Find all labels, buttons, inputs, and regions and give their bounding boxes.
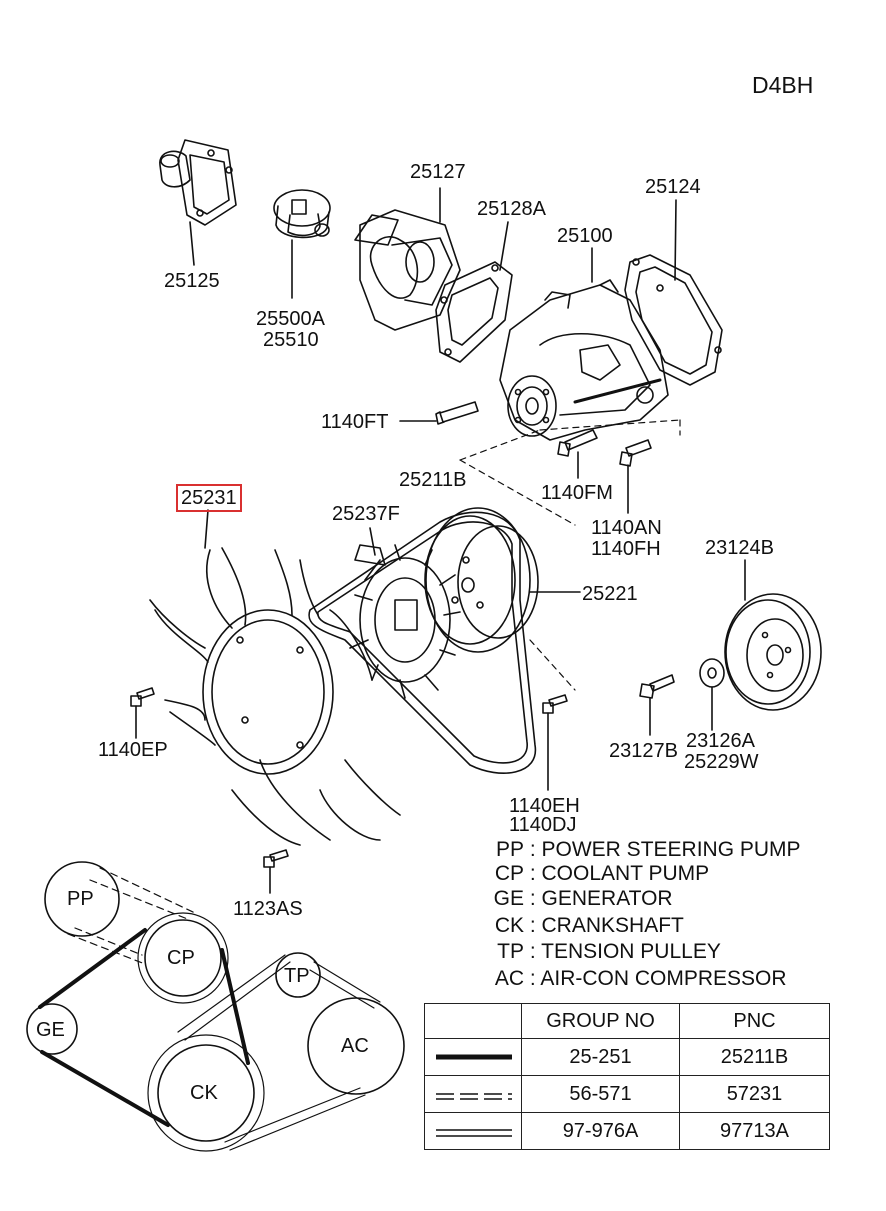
part-label-1123AS[interactable]: 1123AS bbox=[233, 898, 303, 920]
tp-pulley-circle bbox=[275, 952, 321, 998]
pulley-label-cp: CP bbox=[167, 947, 195, 969]
legend-code: TP bbox=[497, 940, 524, 963]
thermostat-drawing[interactable] bbox=[273, 189, 331, 299]
header-group-no: GROUP NO bbox=[521, 1003, 680, 1039]
legend-row: TP : TENSION PULLEY bbox=[480, 940, 721, 964]
belt-table: GROUP NO PNC 25-251 25211B 56-571 57231 … bbox=[424, 1003, 830, 1150]
bolt-1140AN-drawing[interactable] bbox=[619, 439, 652, 514]
legend-desc: TENSION PULLEY bbox=[541, 940, 721, 963]
part-label-25128A[interactable]: 25128A bbox=[477, 198, 546, 220]
bolt-23127B-drawing[interactable] bbox=[639, 674, 675, 736]
legend-row: AC : AIR-CON COMPRESSOR bbox=[480, 967, 787, 991]
legend-row: CK : CRANKSHAFT bbox=[480, 914, 684, 938]
part-label-25100[interactable]: 25100 bbox=[557, 225, 613, 247]
legend-desc: CRANKSHAFT bbox=[541, 914, 684, 937]
part-label-25127[interactable]: 25127 bbox=[410, 161, 466, 183]
cooling-fan-drawing[interactable] bbox=[149, 509, 401, 846]
line-style-cell bbox=[424, 1112, 522, 1150]
legend-code: CP bbox=[494, 862, 524, 885]
water-pump-drawing[interactable] bbox=[499, 247, 669, 441]
pump-gasket-drawing[interactable] bbox=[624, 199, 723, 386]
legend-desc: POWER STEERING PUMP bbox=[541, 838, 801, 861]
pp-pulley-circle bbox=[44, 861, 120, 937]
part-label-23126A[interactable]: 23126A bbox=[686, 730, 755, 752]
legend-row: GE : GENERATOR bbox=[480, 887, 673, 911]
line-style-cell bbox=[424, 1038, 522, 1076]
part-label-1140FM[interactable]: 1140FM bbox=[541, 482, 613, 504]
group-no-cell: 56-571 bbox=[521, 1075, 680, 1113]
part-label-1140FT[interactable]: 1140FT bbox=[321, 411, 389, 433]
engine-code: D4BH bbox=[752, 72, 814, 98]
legend-desc: GENERATOR bbox=[541, 887, 673, 910]
line-style-cell bbox=[424, 1075, 522, 1113]
bolt-1140EH-drawing[interactable] bbox=[542, 694, 568, 791]
part-label-25510[interactable]: 25510 bbox=[263, 329, 319, 351]
crankshaft-pulley-drawing[interactable] bbox=[724, 559, 822, 711]
part-label-23127B[interactable]: 23127B bbox=[609, 740, 678, 762]
gasket-drawing[interactable] bbox=[435, 221, 513, 363]
part-label-25125[interactable]: 25125 bbox=[164, 270, 220, 292]
pump-pulley-drawing[interactable] bbox=[424, 507, 581, 653]
table-row[interactable]: 25-251 25211B bbox=[424, 1038, 830, 1076]
v-belt-drawing[interactable] bbox=[308, 511, 537, 774]
legend-desc: COOLANT PUMP bbox=[541, 862, 710, 885]
part-label-23124B[interactable]: 23124B bbox=[705, 537, 774, 559]
part-label-1140AN[interactable]: 1140AN bbox=[591, 517, 662, 539]
pnc-cell[interactable]: 97713A bbox=[679, 1112, 830, 1150]
legend-row: PP : POWER STEERING PUMP bbox=[480, 838, 801, 862]
pulley-label-ac: AC bbox=[341, 1035, 369, 1057]
fan-clutch-drawing[interactable] bbox=[349, 527, 461, 699]
legend-code: PP bbox=[495, 838, 524, 861]
ge-pulley-circle bbox=[26, 1003, 78, 1055]
assembly-guide-lines bbox=[459, 419, 681, 691]
part-label-25221[interactable]: 25221 bbox=[582, 583, 638, 605]
part-label-25211B[interactable]: 25211B bbox=[399, 469, 467, 491]
legend-code: AC bbox=[494, 967, 524, 990]
group-no-cell: 97-976A bbox=[521, 1112, 680, 1150]
cp-pulley-circle bbox=[144, 919, 222, 997]
ck-pulley-circle bbox=[157, 1044, 255, 1142]
header-pnc: PNC bbox=[679, 1003, 830, 1039]
legend-desc: AIR-CON COMPRESSOR bbox=[540, 967, 787, 990]
bolt-1123AS-drawing[interactable] bbox=[263, 849, 289, 894]
part-label-1140EH[interactable]: 1140EH bbox=[509, 795, 580, 817]
table-row[interactable]: 97-976A 97713A bbox=[424, 1112, 830, 1150]
bolt-1140FM-drawing[interactable] bbox=[557, 429, 598, 479]
header-line-style bbox=[424, 1003, 522, 1039]
legend-code: CK bbox=[494, 914, 524, 937]
belt-routing-layout bbox=[26, 861, 405, 1152]
part-label-1140EP[interactable]: 1140EP bbox=[98, 739, 168, 761]
part-label-1140FH[interactable]: 1140FH bbox=[591, 538, 661, 560]
washer-drawing[interactable] bbox=[699, 658, 725, 731]
pnc-cell[interactable]: 57231 bbox=[679, 1075, 830, 1113]
pulley-label-ck: CK bbox=[190, 1082, 218, 1104]
part-label-1140DJ[interactable]: 1140DJ bbox=[509, 814, 577, 836]
part-label-25500A[interactable]: 25500A bbox=[256, 308, 325, 330]
pulley-label-tp: TP bbox=[284, 965, 310, 987]
table-row[interactable]: 56-571 57231 bbox=[424, 1075, 830, 1113]
belt-table-header: GROUP NO PNC bbox=[424, 1003, 830, 1039]
part-label-25229W[interactable]: 25229W bbox=[684, 751, 759, 773]
part-label-25231-highlighted[interactable]: 25231 bbox=[176, 484, 242, 512]
part-label-25237F[interactable]: 25237F bbox=[332, 503, 400, 525]
pnc-cell[interactable]: 25211B bbox=[679, 1038, 830, 1076]
thermostat-housing-drawing[interactable] bbox=[159, 139, 237, 266]
bolt-1140EP-drawing[interactable] bbox=[130, 687, 155, 739]
legend-code: GE bbox=[493, 887, 524, 910]
pulley-label-ge: GE bbox=[36, 1019, 65, 1041]
pulley-label-pp: PP bbox=[67, 888, 94, 910]
legend-row: CP : COOLANT PUMP bbox=[480, 862, 709, 886]
bolt-1140FT-drawing[interactable] bbox=[399, 401, 479, 425]
water-inlet-fitting-drawing[interactable] bbox=[354, 187, 461, 331]
group-no-cell: 25-251 bbox=[521, 1038, 680, 1076]
part-label-25124[interactable]: 25124 bbox=[645, 176, 701, 198]
